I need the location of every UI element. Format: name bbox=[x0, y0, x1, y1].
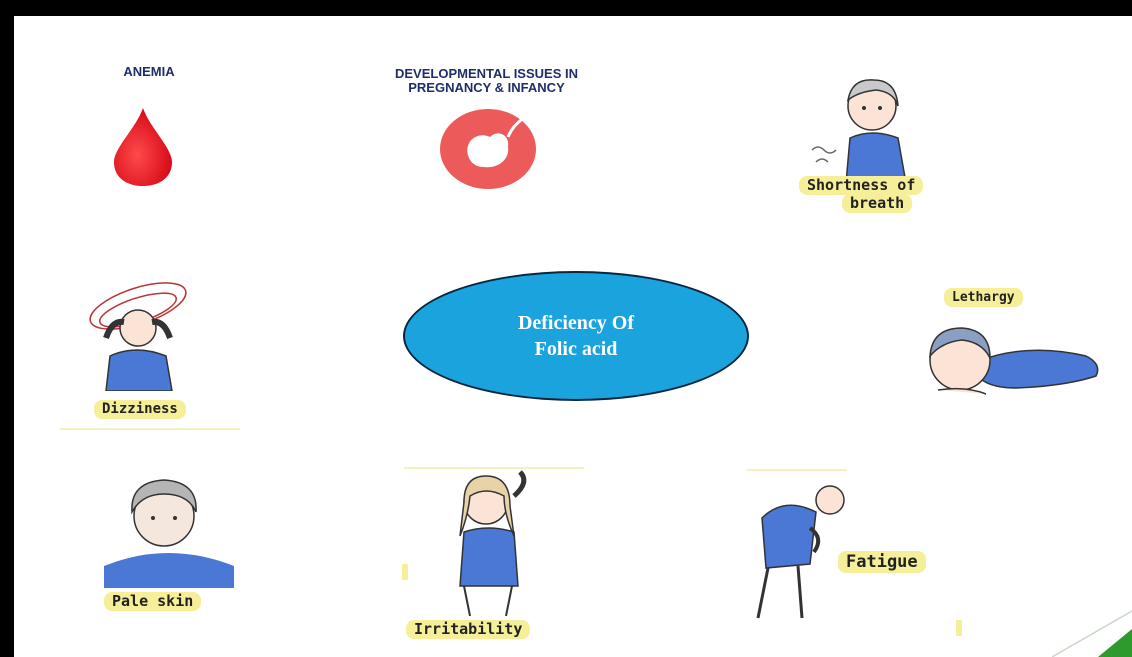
left-edge-mark bbox=[402, 564, 408, 580]
right-edge-mark bbox=[956, 620, 962, 636]
anemia-heading: ANEMIA bbox=[123, 64, 175, 79]
central-concept-oval: Deficiency Of Folic acid bbox=[403, 271, 749, 401]
dizziness-label: Dizziness bbox=[94, 400, 186, 419]
fatigue-top-divider bbox=[747, 469, 847, 471]
developmental-heading-line2: PREGNANCY & INFANCY bbox=[408, 80, 565, 95]
shortness-of-breath-label-line1: Shortness of bbox=[799, 176, 924, 195]
irritable-girl-icon bbox=[459, 470, 527, 616]
irritability-label: Irritability bbox=[406, 620, 531, 639]
central-concept-line2: Folic acid bbox=[534, 338, 618, 360]
blood-drop-icon bbox=[114, 108, 172, 186]
dizzy-person-icon bbox=[89, 282, 187, 391]
central-concept-line1: Deficiency Of bbox=[517, 312, 635, 334]
lethargic-child-icon bbox=[929, 327, 1099, 395]
shortness-of-breath-label-line2: breath bbox=[842, 194, 913, 213]
breathless-person-icon bbox=[811, 79, 907, 183]
corner-accent-decoration bbox=[1052, 610, 1132, 657]
pale-person-icon bbox=[104, 479, 234, 588]
fatigue-label: Fatigue bbox=[838, 551, 926, 573]
fetus-icon bbox=[440, 109, 536, 189]
dizziness-divider bbox=[60, 428, 240, 430]
slide: ANEMIA DEVELOPMENTAL ISSUES IN PREGNANCY… bbox=[14, 16, 1132, 657]
pale-skin-label: Pale skin bbox=[104, 592, 202, 611]
developmental-heading-line1: DEVELOPMENTAL ISSUES IN bbox=[395, 66, 578, 81]
fatigued-man-icon bbox=[756, 485, 845, 619]
lethargy-label: Lethargy bbox=[944, 288, 1023, 307]
irritability-top-divider bbox=[404, 467, 584, 469]
